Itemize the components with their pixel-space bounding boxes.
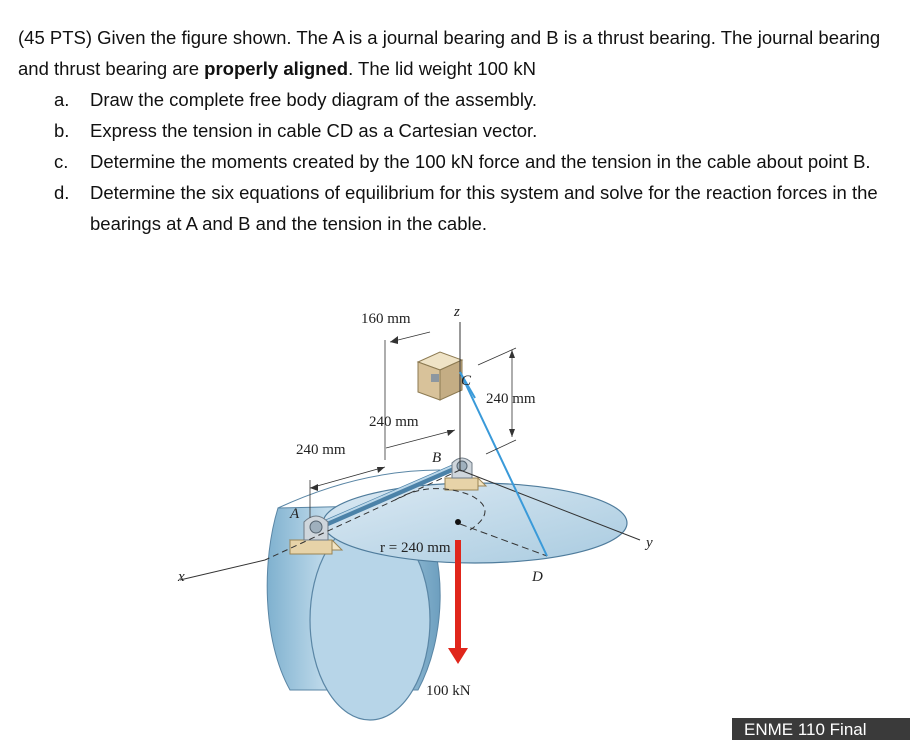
- y-axis-label: y: [644, 535, 653, 551]
- thrust-bearing-b: [443, 457, 488, 491]
- item-text: Draw the complete free body diagram of t…: [90, 89, 537, 110]
- problem-intro: (45 PTS) Given the figure shown. The A i…: [18, 22, 898, 84]
- y-axis: [459, 469, 641, 541]
- item-text: Determine the six equations of equilibri…: [90, 182, 878, 234]
- radius-label: r = 240 mm: [380, 540, 451, 556]
- assembly-diagram: 160 mm z C 240 mm 240 mm 240 mm B A r = …: [177, 304, 653, 721]
- dim-240-mid-label: 240 mm: [369, 414, 419, 430]
- list-item: d. Determine the six equations of equilib…: [18, 177, 898, 239]
- list-item: c. Determine the moments created by the 1…: [18, 146, 898, 177]
- problem-items: a. Draw the complete free body diagram of…: [18, 84, 898, 239]
- point-b-label: B: [432, 450, 441, 466]
- point-a-label: A: [289, 506, 300, 522]
- radius-dashed: [459, 523, 548, 557]
- intro-text: (45 PTS) Given the figure shown. The A i…: [18, 27, 881, 79]
- point-d-label: D: [531, 569, 543, 585]
- lid-center-point: [455, 519, 461, 525]
- point-c-label: C: [461, 373, 472, 389]
- x-axis-dashed: [264, 469, 461, 561]
- support-block-c: [416, 351, 464, 401]
- problem-statement: (45 PTS) Given the figure shown. The A i…: [18, 22, 898, 239]
- list-item: b. Express the tension in cable CD as a C…: [18, 115, 898, 146]
- dim-160-label: 160 mm: [361, 311, 411, 327]
- cable-cd: [459, 371, 548, 557]
- item-letter: d.: [54, 182, 70, 203]
- list-item: a. Draw the complete free body diagram of…: [18, 84, 898, 115]
- item-letter: c.: [54, 151, 69, 172]
- z-axis-label: z: [453, 304, 460, 320]
- item-text: Express the tension in cable CD as a Car…: [90, 120, 538, 141]
- force-label: 100 kN: [426, 683, 471, 699]
- dim-240-right-label: 240 mm: [486, 391, 536, 407]
- course-tag: ENME 110 Final: [732, 718, 910, 740]
- item-letter: a.: [54, 89, 70, 110]
- intro-bold-text: properly aligned: [204, 58, 349, 79]
- item-letter: b.: [54, 120, 70, 141]
- dimension-240-mid: [385, 429, 456, 449]
- dimension-160: [384, 331, 431, 460]
- dimension-240-right: [477, 347, 517, 455]
- intro-tail-text: . The lid weight 100 kN: [348, 58, 536, 79]
- dim-240-left-label: 240 mm: [296, 442, 346, 458]
- shaft-ab: [311, 461, 464, 532]
- dimension-240-left: [309, 466, 386, 518]
- item-text: Determine the moments created by the 100…: [90, 151, 871, 172]
- force-arrow: [448, 540, 468, 664]
- x-axis: [179, 559, 266, 581]
- assembly-figure: 160 mm z C 240 mm 240 mm 240 mm B A r = …: [0, 285, 910, 740]
- x-axis-label: x: [177, 569, 185, 585]
- lid-disk: [322, 482, 628, 564]
